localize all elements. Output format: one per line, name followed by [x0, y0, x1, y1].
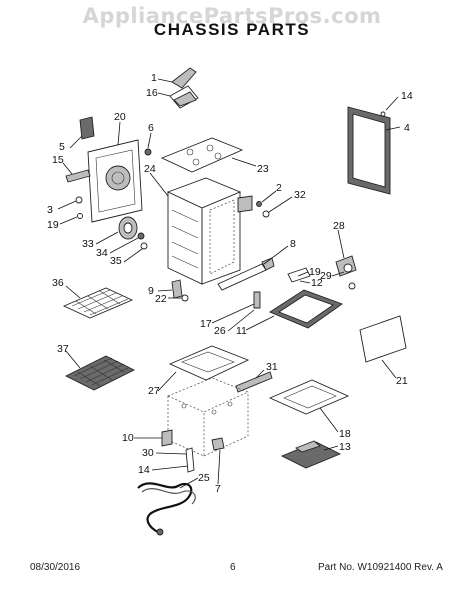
callout-21: 21: [396, 375, 408, 387]
callout-labels: 1 16 14 4 20 5 6 15 23 24 3 19 2 32 28 3…: [47, 72, 413, 495]
part-27-lower-cavity: [168, 345, 273, 393]
callout-1: 1: [151, 72, 157, 84]
callout-25: 25: [198, 472, 210, 484]
parts-33-35-fan: [118, 216, 148, 250]
part-18-bottom-panel: [268, 379, 350, 415]
callout-16: 16: [146, 87, 158, 99]
callout-26: 26: [214, 325, 226, 337]
part-1-bracket: [169, 67, 199, 109]
part-13-tray: [280, 440, 342, 469]
footer-page-number: 6: [230, 562, 236, 573]
callout-4: 4: [404, 122, 410, 134]
callout-10: 10: [122, 432, 134, 444]
callout-8: 8: [290, 238, 296, 250]
callout-36: 36: [52, 277, 64, 289]
footer-date: 08/30/2016: [30, 562, 81, 573]
part-4-door-gasket: [347, 106, 391, 195]
callout-30: 30: [142, 447, 154, 459]
part-23-top-plate: [160, 137, 244, 173]
callout-34: 34: [96, 247, 108, 259]
parts-17-26-screw: [253, 291, 261, 309]
page-title: CHASSIS PARTS: [153, 20, 311, 39]
footer-part-number: Part No. W10921400 Rev. A: [318, 562, 443, 573]
callout-5: 5: [59, 141, 65, 153]
callout-19-left: 19: [47, 219, 59, 231]
callout-17: 17: [200, 318, 212, 330]
callout-13: 13: [339, 441, 351, 453]
callout-33: 33: [82, 238, 94, 250]
callout-14-top: 14: [401, 90, 413, 102]
callout-29: 29: [320, 270, 332, 282]
callout-35: 35: [110, 255, 122, 267]
callout-11: 11: [236, 325, 247, 337]
parts-28-29-fitting: [287, 255, 357, 290]
part-21-gasket: [359, 315, 407, 363]
parts-2-32-screws: [256, 201, 270, 218]
part-11-window: [269, 289, 343, 329]
callout-24: 24: [144, 163, 156, 175]
callout-32: 32: [294, 189, 306, 201]
callout-37: 37: [57, 343, 69, 355]
part-37-broiler-rack: [64, 355, 136, 391]
watermark-text: AppliancePartsPros.com: [82, 4, 382, 28]
callout-12: 12: [311, 277, 323, 289]
callout-22: 22: [155, 293, 167, 305]
callout-19-right: 19: [309, 266, 321, 278]
leader-lines: [57, 78, 401, 489]
callout-9: 9: [148, 285, 154, 297]
callout-3: 3: [47, 204, 53, 216]
callout-28: 28: [333, 220, 345, 232]
callout-6: 6: [148, 122, 154, 134]
callout-27: 27: [148, 385, 160, 397]
callout-31: 31: [266, 361, 278, 373]
callout-7: 7: [215, 483, 221, 495]
part-24-oven-cavity: [166, 177, 253, 285]
callout-20: 20: [114, 111, 126, 123]
part-8-element: [217, 257, 275, 291]
parts-10-30-14-7: [161, 429, 225, 473]
callout-18: 18: [339, 428, 351, 440]
callout-2: 2: [276, 182, 282, 194]
part-25-wire-harness: [137, 482, 196, 536]
callout-23: 23: [257, 163, 269, 175]
part-36-oven-rack: [62, 287, 134, 319]
callout-15: 15: [52, 154, 64, 166]
callout-14-bottom: 14: [138, 464, 150, 476]
lower-chassis-frame: [167, 377, 249, 457]
part-20-rear-panel: [65, 116, 152, 223]
parts-9-22-bracket: [171, 279, 189, 302]
